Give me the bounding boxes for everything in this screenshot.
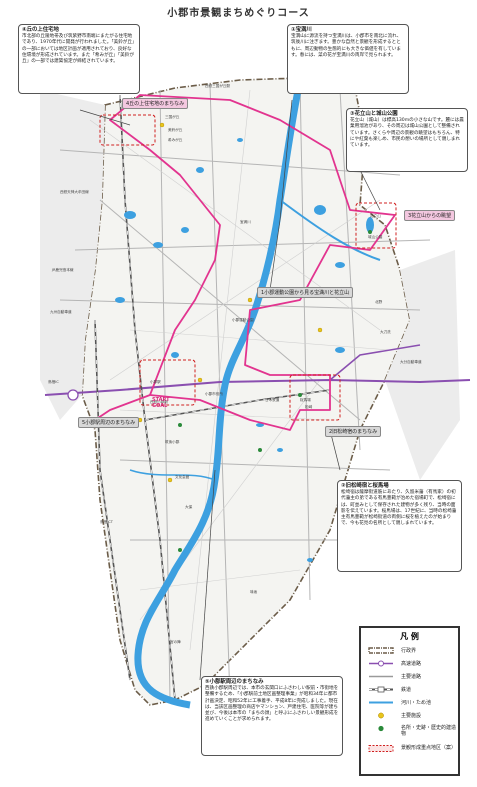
callout-hanatate: ③花立山と城山公園 花立山（城山）は標高130mの小さな山です。麓には農業用溜池… — [346, 108, 468, 172]
goal-label: GOAL — [152, 403, 168, 409]
legend-label: 景観形成重点地区（案） — [401, 745, 457, 751]
label-amagi: 甘木鉄道 — [265, 398, 280, 402]
label-sakura-baba: 桜馬場 — [300, 398, 311, 402]
label-ogori-station: 小郡駅 — [150, 380, 161, 384]
callout-hill-housing: ④丘の上住宅地 市北部の丘陵地帯及び筑紫野市南端にまたがる住宅地であり、1970… — [18, 24, 140, 94]
legend-label: 河川・ため池 — [401, 700, 432, 706]
callout-homangawa: ①宝満川 宝満山に源流を持つ宝満川は、小郡市を南北に流れ、筑後川に注ぎます。豊か… — [287, 24, 409, 94]
callout-heading: ②旧松崎宿と桜馬場 — [341, 483, 389, 489]
label-undokoen: 小郡運動公園 — [232, 318, 254, 322]
expressway — [44, 378, 471, 396]
label-oita-expy: 大分自動車道 — [400, 360, 422, 364]
legend-title: 凡 例 — [400, 632, 419, 641]
legend-river: 河川・ため池 — [361, 696, 458, 709]
label-oi: 大保 — [185, 505, 193, 509]
expressway-oita — [329, 344, 421, 381]
label-tosu: 鳥栖JCT — [100, 520, 113, 524]
historic-points — [178, 230, 372, 552]
label-nishitetsu-mikuni: 西鉄三国が丘駅 — [205, 84, 231, 88]
label-mikuni: 三国が丘 — [165, 115, 180, 119]
callout-heading: ⑤小郡駅周辺のまちなみ — [205, 679, 264, 685]
legend-box: 凡 例 行政界 高速道路 主要道路 鉄道 河川・ため池 主要施設 名所・史跡・歴… — [359, 626, 460, 776]
callout-station: ⑤小郡駅周辺のまちなみ 西鉄小郡駅周辺では、本市の玄関口にふさわしい駅前・市街地… — [201, 676, 343, 756]
label-kyushu-expy: 九州自動車道 — [50, 310, 72, 314]
label-ajimano: 味坂 — [250, 590, 258, 594]
callout-body: 市北部の丘陵地帯及び筑紫野市南端にまたがる住宅地であり、1970年代に開発が行わ… — [22, 34, 135, 65]
tour-route — [94, 94, 396, 431]
railway-icon — [369, 686, 393, 693]
label-ogori-ic: 鳥栖IC — [48, 380, 59, 384]
legend-main-road: 主要道路 — [361, 670, 458, 683]
legend-boundary: 行政界 — [361, 644, 458, 657]
callout-heading: ③花立山と城山公園 — [350, 111, 398, 117]
legend-facility: 主要施設 — [361, 709, 458, 722]
legend-label: 主要施設 — [401, 713, 422, 719]
main-road-icon — [369, 675, 393, 678]
callout-matsuzaki: ②旧松崎宿と桜馬場 松崎宿は薩摩街道筋にあたり、久留米藩（有馬家）の初代藩主の弟… — [337, 480, 462, 572]
ponds — [115, 138, 374, 562]
tag-matsuzaki[interactable]: 2旧松崎宿のまちなみ — [325, 426, 382, 437]
label-homangawa: 宝満川 — [240, 220, 251, 224]
tag-hill-housing[interactable]: 4丘の上住宅地のまちなみ — [122, 98, 189, 109]
legend-railway: 鉄道 — [361, 683, 458, 696]
facility-icon — [378, 712, 384, 719]
start-label: START — [152, 397, 170, 403]
callout-body: 宝満山に源流を持つ宝満川は、小郡市を南北に流れ、筑後川に注ぎます。豊かな自然と景… — [291, 34, 402, 58]
label-nishitetsu-line: 西鉄天神大牟田線 — [60, 190, 89, 194]
label-kitano: 北野 — [375, 300, 383, 304]
river-icon — [369, 701, 393, 704]
label-tachiarai: 大刀洗 — [380, 330, 391, 334]
legend-scenic-zone: 景観形成重点地区（案） — [361, 742, 458, 762]
surrounding-area — [40, 90, 460, 480]
scenic-zone-icon — [368, 745, 394, 752]
legend-label: 行政界 — [401, 648, 417, 654]
tag-station[interactable]: 5小郡駅周辺のまちなみ — [78, 417, 140, 428]
scenic-zones — [99, 114, 397, 421]
label-nishitetsu-ogori: 西鉄小郡駅 — [150, 400, 168, 404]
callout-body: 西鉄小郡駅周辺では、本市の玄関口にふさわしい駅前・市街地を整備するため、「小郡駅… — [205, 686, 339, 723]
legend-historic: 名所・史跡・歴史的建造物 — [361, 722, 458, 742]
legend-label: 高速道路 — [401, 661, 422, 667]
callout-heading: ④丘の上住宅地 — [22, 27, 59, 33]
callout-leaders — [79, 99, 381, 681]
legend-label: 名所・史跡・歴史的建造物 — [401, 725, 457, 737]
historic-icon — [378, 725, 384, 732]
junction-circle — [67, 389, 79, 401]
label-kibou: 希みが丘 — [168, 138, 183, 142]
river-tributary — [279, 199, 381, 261]
label-misuzu: 美鈴が丘 — [168, 128, 183, 132]
legend-expressway: 高速道路 — [361, 657, 458, 670]
boundary-icon — [368, 647, 394, 654]
label-matsuzaki: 松崎 — [305, 405, 313, 409]
legend-label: 主要道路 — [401, 674, 422, 680]
label-hanatate: 花立山 — [370, 214, 381, 218]
legend-label: 鉄道 — [401, 687, 412, 693]
label-shiroyama: 城山公園 — [368, 235, 383, 239]
callout-heading: ①宝満川 — [291, 27, 312, 33]
label-bunka: 文化会館 — [175, 475, 190, 479]
label-miyanojin: 宮の陣 — [170, 640, 181, 644]
expressway-icon — [369, 660, 393, 667]
label-jr: JR鹿児島本線 — [52, 268, 74, 272]
tag-bridge-view[interactable]: 1小郡運動公園から見る宝満川と花立山 — [257, 287, 354, 298]
callout-body: 松崎宿は薩摩街道筋にあたり、久留米藩（有馬家）の初代藩主の弟である有馬豊範が治め… — [341, 490, 457, 527]
river-tributary-west — [129, 469, 216, 481]
label-chikugo: 筑後小郡 — [165, 440, 180, 444]
map-title: 小郡市景観まちめぐりコース — [167, 8, 310, 19]
tag-hanatate[interactable]: 3花立山からの眺望 — [404, 210, 456, 221]
label-city-hall: 小郡市役所 — [205, 392, 223, 396]
start-goal-marker: START GOAL — [152, 397, 170, 409]
callout-body: 花立山（城山）は標高130mの小さな山です。麓には農業用溜池があり、その周辺は城… — [350, 118, 464, 149]
